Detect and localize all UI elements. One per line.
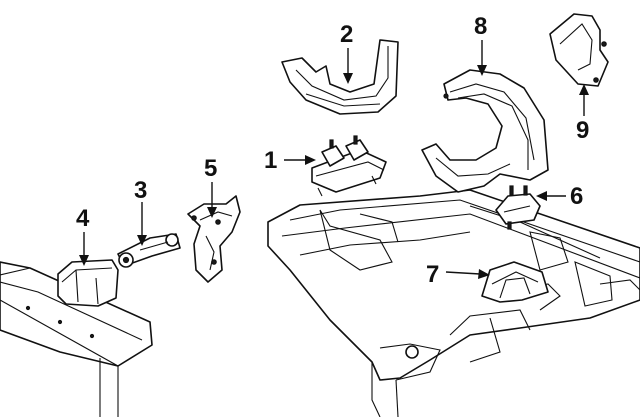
part-6-frame-mount: [495, 185, 541, 230]
leader-lines: [79, 40, 589, 279]
callout-4: 4: [76, 205, 90, 232]
callout-8: 8: [474, 13, 487, 40]
callout-labels: 1 2 3 4 5 6 7 8 9: [76, 13, 589, 288]
part-2-support-bracket: [281, 39, 399, 115]
part-3-strut-link: [117, 233, 181, 268]
callout-3: 3: [134, 177, 147, 204]
left-frame-rail: [0, 261, 153, 417]
callout-5: 5: [204, 155, 217, 182]
callout-1: 1: [264, 147, 277, 174]
part-7-mount-pad: [481, 261, 549, 303]
part-5-engine-bracket: [187, 195, 241, 283]
callout-6: 6: [570, 183, 583, 210]
part-9-bracket-plate: [549, 13, 609, 87]
part-4-mount-block: [57, 259, 119, 307]
part-1-engine-mount: [311, 135, 387, 197]
callout-7: 7: [426, 261, 439, 288]
callout-2: 2: [340, 21, 353, 48]
chassis-frame: [267, 189, 640, 417]
callout-9: 9: [576, 117, 589, 144]
part-8-inner-fender-shield: [421, 69, 549, 193]
